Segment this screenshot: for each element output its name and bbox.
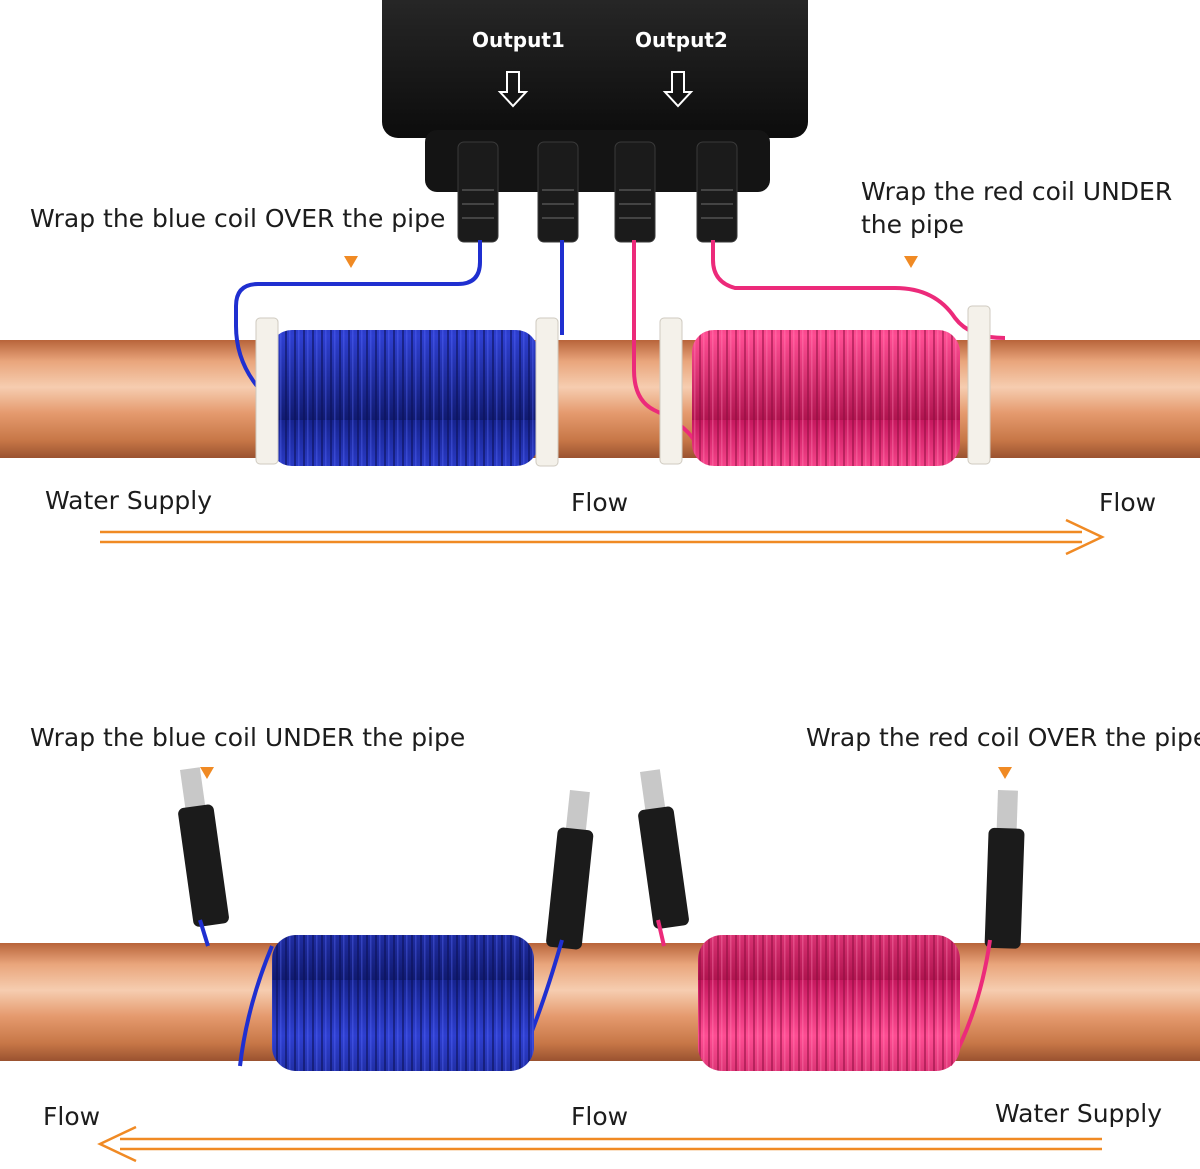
output1-down-arrow-icon	[497, 71, 529, 108]
flow-arrow-right	[100, 518, 1105, 556]
top-pipe	[0, 340, 1200, 458]
bottom-flow-label-end: Flow	[43, 1102, 101, 1131]
bottom-red-instruction: Wrap the red coil OVER the pipe	[806, 723, 1200, 752]
bottom-blue-pointer-icon	[200, 767, 214, 779]
top-red-instruction: Wrap the red coil UNDER the pipe	[861, 177, 1173, 239]
red-coil-bottom	[698, 935, 960, 1071]
zip-ties-top	[255, 305, 991, 467]
flow-arrow-left	[97, 1125, 1102, 1163]
controller-box	[382, 0, 808, 192]
bottom-red-pointer-icon	[998, 767, 1012, 779]
output2-label: Output2	[635, 28, 728, 52]
output1-label: Output1	[472, 28, 565, 52]
bottom-pipe	[0, 943, 1200, 1061]
top-blue-instruction: Wrap the blue coil OVER the pipe	[30, 204, 446, 233]
top-flow-label-middle: Flow	[571, 488, 629, 517]
red-coil-top	[692, 330, 960, 466]
blue-coil-bottom	[272, 935, 534, 1071]
bottom-water-supply-label: Water Supply	[995, 1099, 1163, 1128]
top-red-pointer-icon	[904, 256, 918, 268]
bottom-blue-instruction: Wrap the blue coil UNDER the pipe	[30, 723, 466, 752]
top-blue-pointer-icon	[344, 256, 358, 268]
top-water-supply-label: Water Supply	[45, 486, 213, 515]
connector-plugs-bottom	[178, 767, 1025, 950]
blue-coil-top	[270, 330, 538, 466]
blue-wire-top	[234, 240, 564, 398]
bottom-flow-label-middle: Flow	[571, 1102, 629, 1131]
top-flow-label-end: Flow	[1099, 488, 1157, 517]
output2-down-arrow-icon	[662, 71, 694, 108]
